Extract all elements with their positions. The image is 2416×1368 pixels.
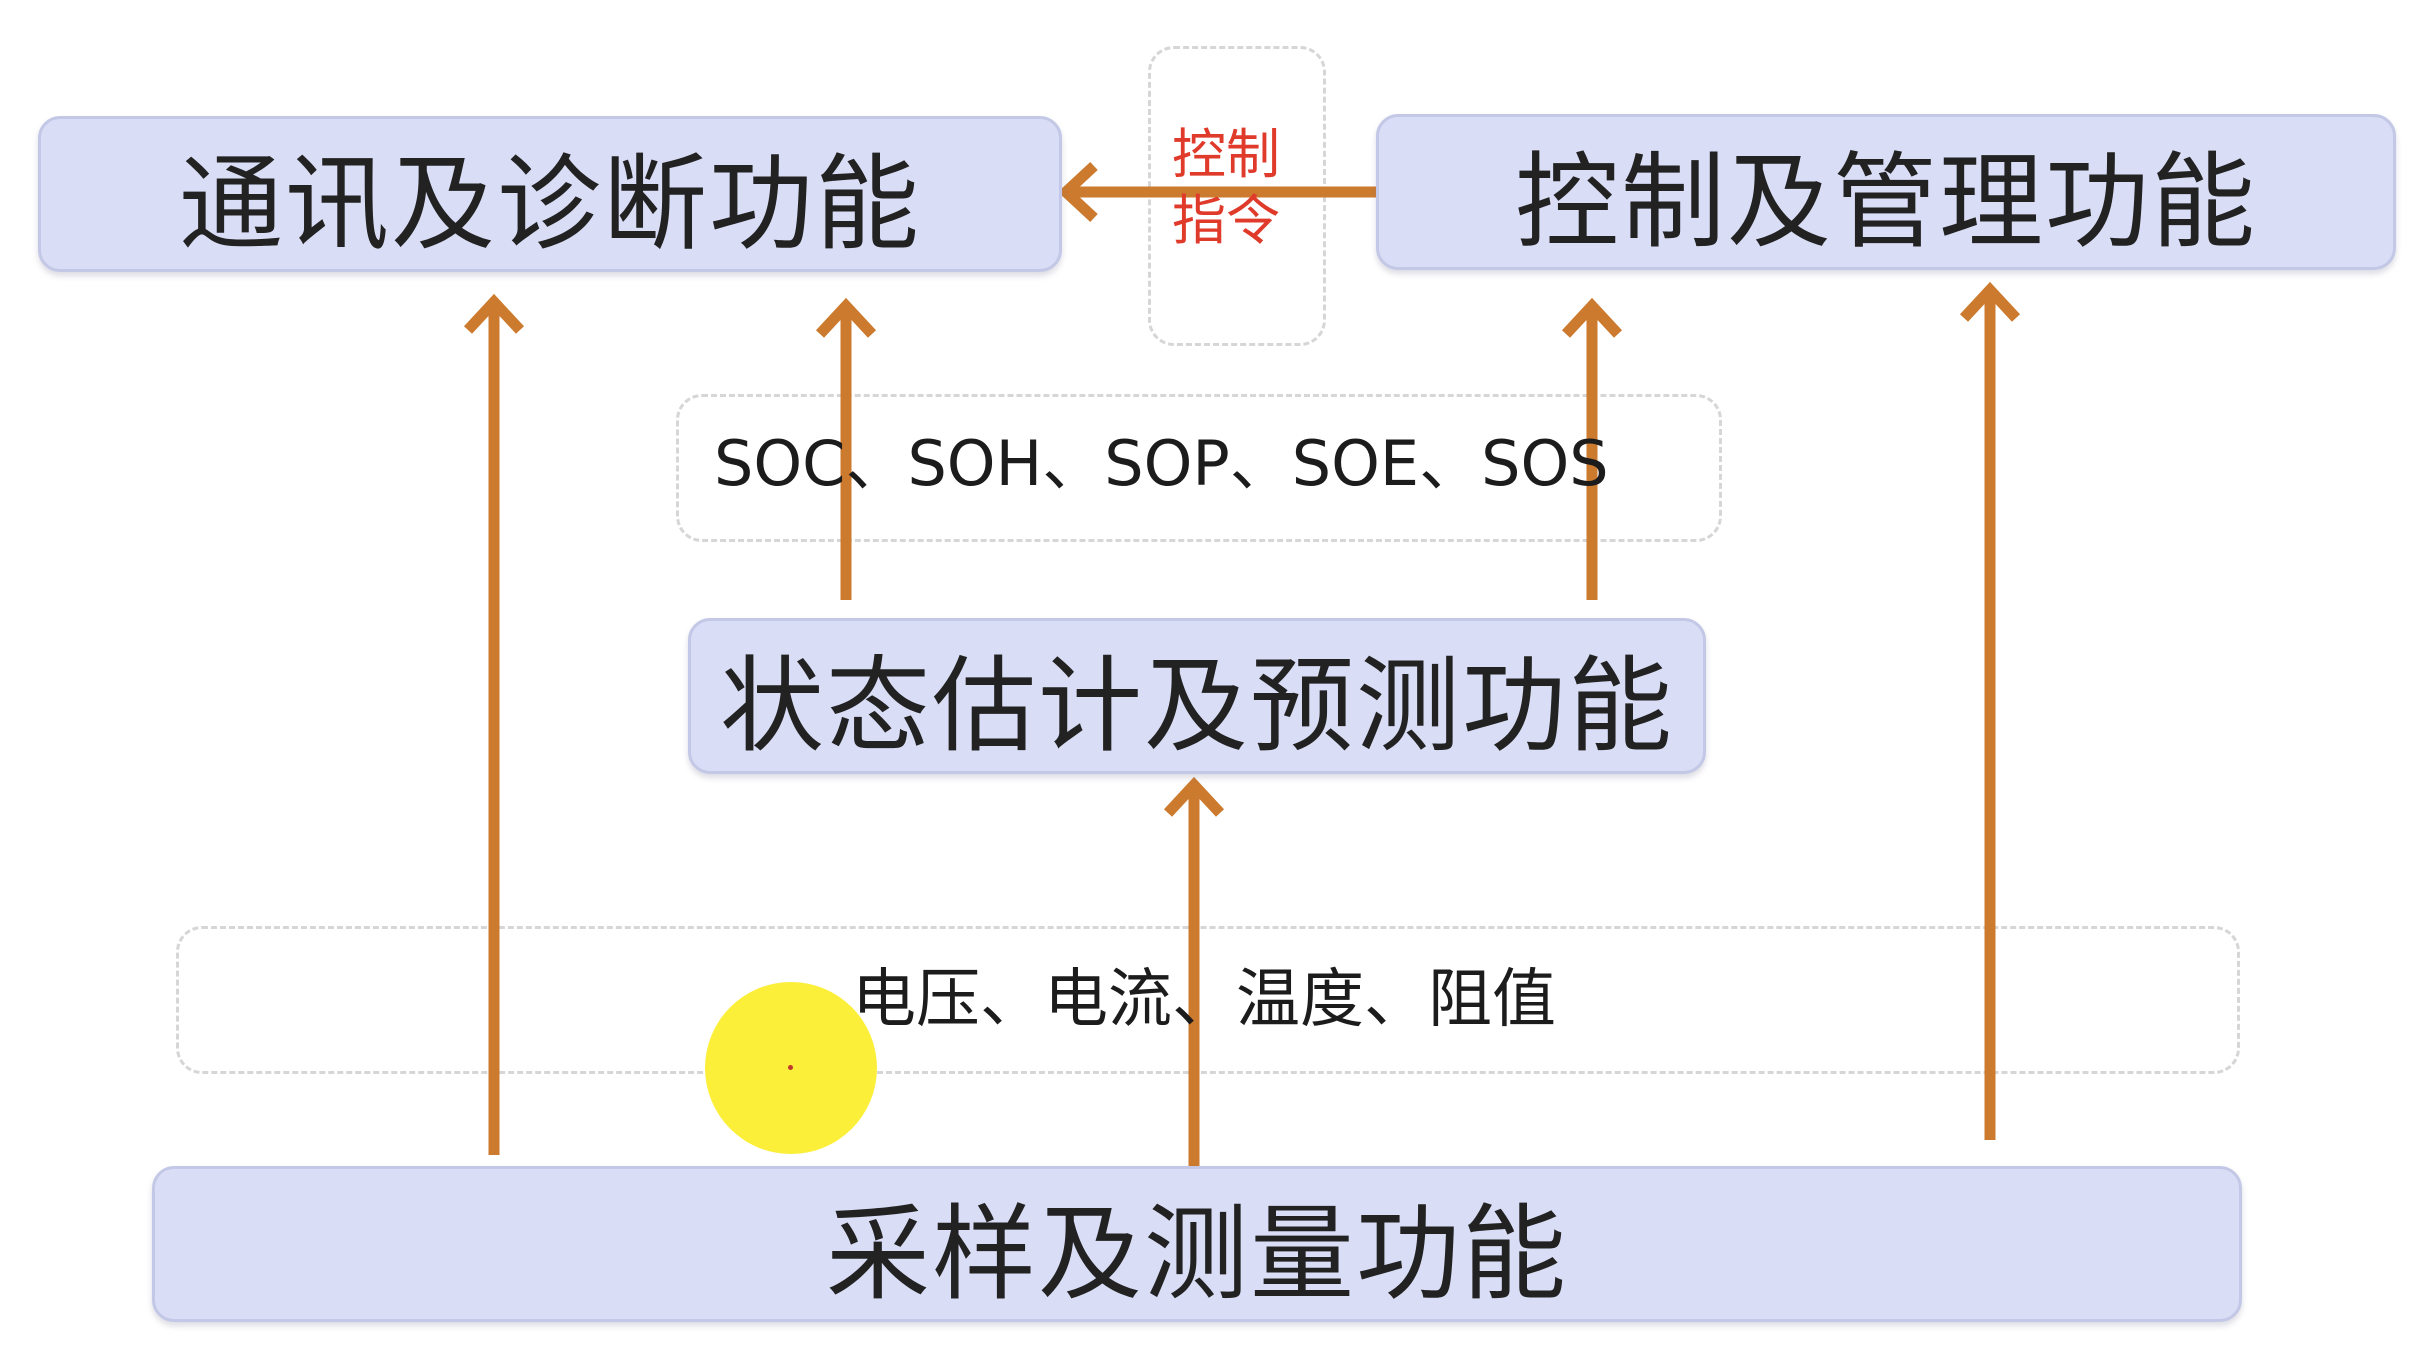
cursor-pointer-dot [788,1065,793,1070]
arrow-estimation-to-comm-head [815,297,877,338]
state-indicators-frame [676,394,1722,542]
control-management-box: 控制及管理功能 [1376,114,2396,270]
arrow-sampling-to-comm-head [463,293,525,334]
control-management-label: 控制及管理功能 [1514,140,2257,263]
comm-diagnosis-label: 通讯及诊断功能 [178,142,921,265]
arrow-estimation-to-control-head [1561,297,1623,338]
state-estimation-label: 状态估计及预测功能 [719,644,1674,767]
sampling-measurement-box: 采样及测量功能 [152,1166,2242,1322]
measurements-label: 电压、电流、温度、阻值 [852,963,1556,1037]
measurements-frame [176,926,2240,1074]
arrow-sampling-to-estimation-head [1163,776,1225,817]
state-estimation-box: 状态估计及预测功能 [688,618,1706,774]
arrow-sampling-to-control-head [1959,281,2021,322]
state-indicators-label: SOC、SOH、SOP、SOE、SOS [714,427,1609,500]
comm-diagnosis-box: 通讯及诊断功能 [38,116,1062,272]
control-command-label: 控制 指令 [1172,122,1280,254]
sampling-measurement-label: 采样及测量功能 [825,1192,1568,1315]
arrow-control-to-comm-head [1057,161,1098,223]
control-command-line2: 指令 [1172,189,1280,252]
control-command-line1: 控制 [1172,123,1280,186]
